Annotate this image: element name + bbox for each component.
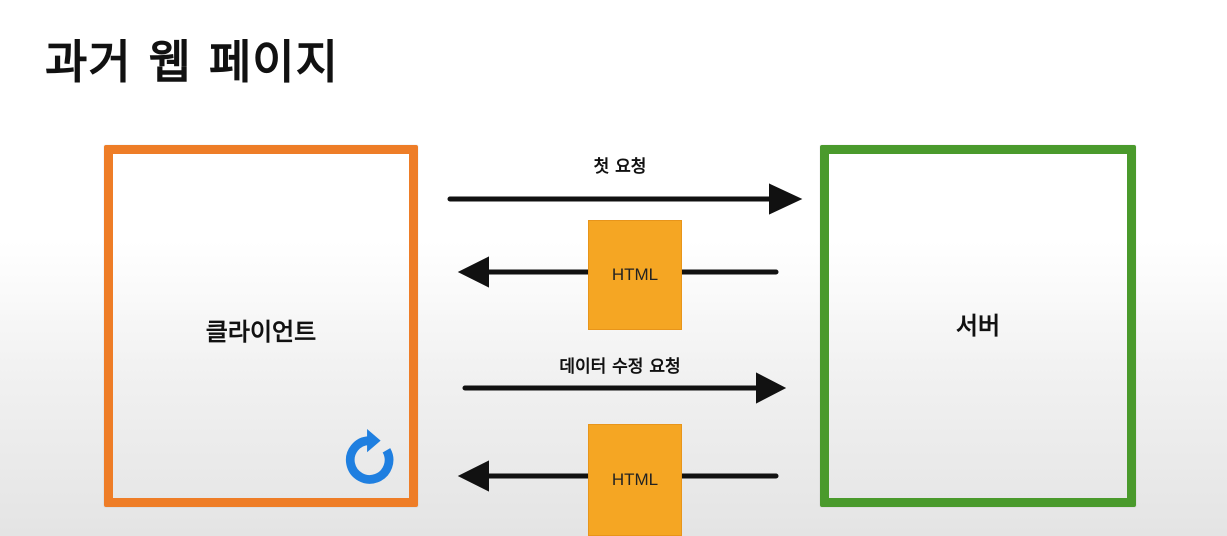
page-title: 과거 웹 페이지 [45,35,339,89]
arrow-data-update-request [462,372,787,404]
first-request-label: 첫 요청 [593,157,647,177]
html-response-box-1: HTML [588,220,682,330]
server-box: 서버 [820,145,1136,507]
client-box: 클라이언트 [104,145,418,507]
server-label: 서버 [955,312,1001,340]
arrow-html-response-2 [457,460,779,492]
arrow-first-request [447,183,803,215]
client-label: 클라이언트 [205,318,317,346]
arrow-html-response-1 [457,256,779,288]
data-update-request-label: 데이터 수정 요청 [559,357,681,377]
refresh-icon [345,429,394,484]
html-response-box-2: HTML [588,424,682,536]
